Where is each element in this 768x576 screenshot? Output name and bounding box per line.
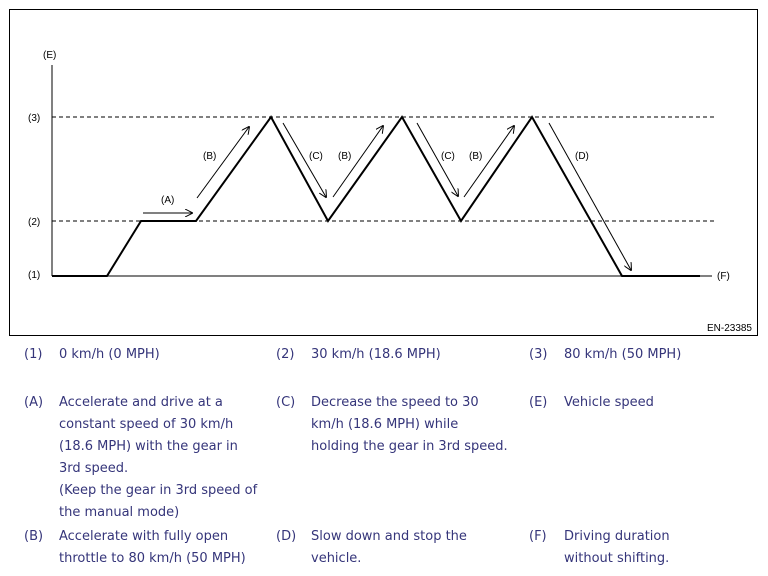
legend-text: 0 km/h (0 MPH) (59, 347, 160, 362)
level-label-1: (1) (28, 270, 40, 281)
segment-label-c-2: (C) (441, 151, 455, 162)
legend-text: 30 km/h (18.6 MPH) (311, 347, 441, 362)
legend-key: (C) (276, 395, 296, 410)
arrow-c-1 (282, 122, 326, 197)
segment-label-b-1: (B) (203, 151, 216, 162)
segment-label-d: (D) (575, 151, 589, 162)
speed-profile-diagram: (E) (F) (1) (2) (3) (A) (B) (C) (B) (C) … (9, 9, 758, 336)
legend-key: (B) (24, 529, 44, 544)
speed-profile-line (52, 115, 700, 277)
legend-key: (1) (24, 347, 43, 362)
y-axis-label: (E) (43, 50, 56, 61)
legend-key: (D) (276, 529, 297, 544)
arrow-b-3 (463, 126, 514, 198)
segment-label-a: (A) (161, 195, 174, 206)
segment-label-b-3: (B) (469, 151, 482, 162)
level-label-3: (3) (28, 113, 40, 124)
level-label-2: (2) (28, 217, 40, 228)
legend-text: Slow down and stop the vehicle. (311, 529, 467, 566)
segment-label-c-1: (C) (309, 151, 323, 162)
arrow-d (548, 122, 631, 270)
legend-text: Driving duration without shifting. (564, 529, 670, 566)
legend-text: 80 km/h (50 MPH) (564, 347, 682, 362)
legend-text: Accelerate and drive at a constant speed… (59, 395, 258, 520)
figure-ref-code: EN-23385 (707, 323, 752, 334)
arrow-c-2 (416, 122, 458, 196)
x-axis-label: (F) (717, 271, 730, 282)
legend-text: Accelerate with fully open throttle to 8… (59, 529, 246, 566)
diagram-canvas: (E) (F) (1) (2) (3) (A) (B) (C) (B) (C) … (28, 50, 752, 334)
legend-key: (F) (529, 529, 547, 544)
legend-key: (2) (276, 347, 295, 362)
arrow-b-2 (332, 126, 383, 198)
legend-text: Decrease the speed to 30 km/h (18.6 MPH)… (311, 395, 508, 454)
legend-key: (E) (529, 395, 548, 410)
legend-key: (A) (24, 395, 44, 410)
arrow-b-1 (196, 127, 249, 199)
segment-label-b-2: (B) (338, 151, 351, 162)
legend-key: (3) (529, 347, 548, 362)
legend-text: Vehicle speed (564, 395, 654, 410)
